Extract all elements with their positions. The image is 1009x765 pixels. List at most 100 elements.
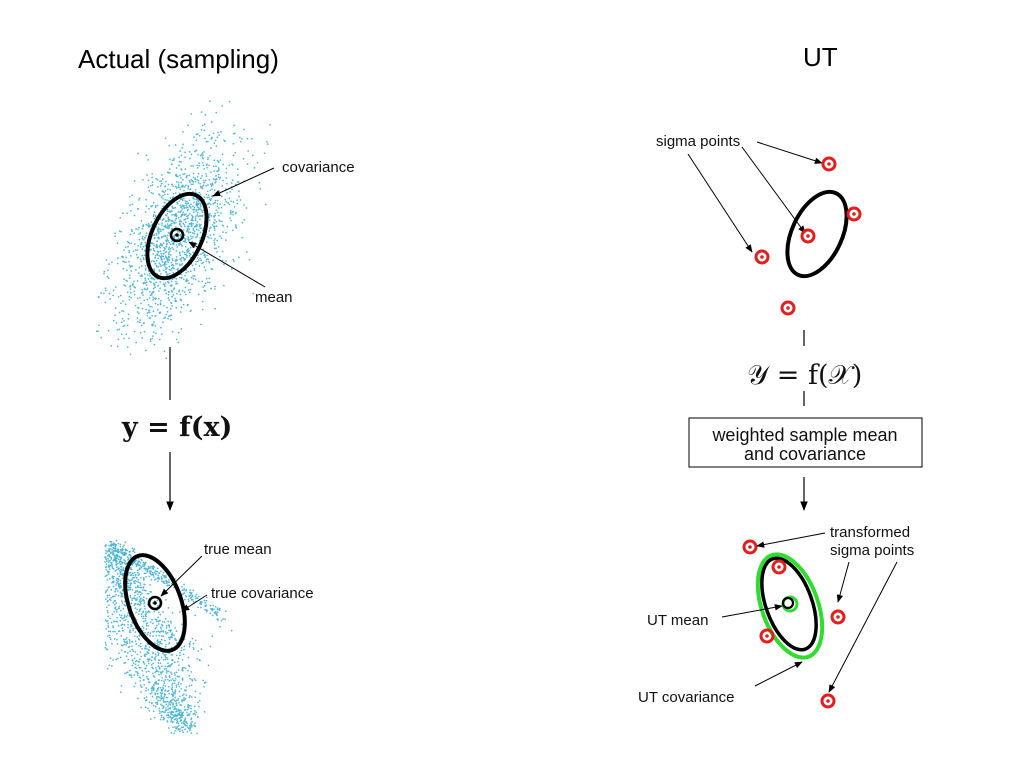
sample-point (220, 206, 223, 209)
sample-point (165, 214, 168, 217)
sample-point (190, 113, 193, 115)
transformed-sample-point (115, 582, 118, 584)
sample-point (199, 193, 202, 196)
transformed-sample-point (156, 703, 159, 705)
transformed-sample-point (172, 721, 174, 723)
sample-point (196, 235, 198, 238)
sample-point (148, 297, 151, 299)
transformed-sample-point (127, 620, 129, 623)
sample-point (116, 345, 119, 348)
sample-point (204, 137, 206, 140)
transformed-sample-point (154, 693, 157, 696)
transformed-sample-point (106, 554, 109, 557)
sample-point (183, 291, 186, 293)
transformed-sample-point (164, 575, 167, 578)
transformed-sample-point (139, 642, 142, 645)
transformed-sample-point (153, 684, 155, 687)
sample-point (216, 199, 219, 202)
transformed-sample-point (116, 590, 119, 592)
sample-point (195, 149, 197, 152)
transformed-sample-point (123, 643, 125, 646)
transformed-sample-point (199, 602, 201, 605)
transformed-sample-point (118, 575, 121, 578)
sample-point (149, 305, 151, 308)
transformed-sigma-point (820, 693, 836, 709)
sample-point (171, 205, 174, 208)
transformed-sample-point (175, 686, 178, 688)
transformed-sample-point (167, 670, 170, 673)
transformed-sample-point (141, 625, 144, 628)
sample-point (153, 321, 155, 323)
sample-point (196, 164, 199, 167)
transformed-sample-point (183, 693, 185, 695)
sample-point (208, 216, 211, 219)
transformed-sample-point (222, 618, 224, 620)
sample-point (174, 192, 177, 194)
transformed-sample-point (151, 695, 154, 698)
sample-point (197, 133, 199, 135)
sample-point (210, 226, 212, 229)
transformed-sample-point (127, 612, 130, 614)
sample-point (183, 218, 186, 221)
transformed-sample-point (152, 667, 154, 670)
transformed-sample-point (160, 635, 163, 637)
transformed-sample-point (114, 554, 116, 557)
transformed-sample-point (137, 574, 140, 577)
sample-point (163, 257, 166, 260)
transformed-sample-point (107, 573, 110, 575)
transformed-sample-point (173, 661, 176, 664)
transformed-sample-point (114, 630, 116, 633)
transformed-sample-point (160, 694, 163, 696)
transformed-sample-point (174, 705, 176, 708)
sample-point (163, 304, 165, 307)
transformed-sample-point (159, 718, 162, 721)
sample-point (205, 260, 208, 263)
sample-point (156, 229, 159, 231)
transformed-sample-point (134, 571, 136, 574)
sample-point (215, 247, 218, 250)
transformed-sample-point (180, 682, 182, 685)
sample-point (196, 203, 199, 206)
transformed-sample-point (190, 732, 193, 734)
transformed-sample-point (173, 634, 175, 636)
transformed-sample-point (214, 605, 217, 608)
sample-point (133, 293, 136, 296)
sample-point (152, 335, 154, 337)
transformed-sample-point (130, 555, 132, 557)
transformed-sample-point (136, 580, 138, 583)
transformed-sample-point (127, 586, 130, 589)
transformed-sample-point (104, 556, 106, 558)
sample-point (168, 259, 171, 261)
sample-point (188, 228, 191, 231)
sample-point (160, 196, 163, 198)
sample-point (160, 180, 163, 182)
sample-point (238, 136, 241, 139)
sample-point (98, 324, 100, 327)
transformed-sample-point (157, 699, 159, 702)
transformed-sample-point (159, 642, 162, 645)
transformed-sample-point (124, 551, 126, 554)
transformed-sample-point (105, 620, 108, 623)
transformed-sample-point (142, 674, 144, 677)
sample-point (170, 267, 173, 270)
transformed-sample-point (161, 676, 164, 679)
sample-point (238, 195, 240, 198)
sample-point (229, 217, 231, 219)
sample-point (169, 223, 172, 226)
sample-point (175, 221, 177, 224)
sample-point (189, 270, 192, 272)
transformed-sample-point (153, 716, 156, 719)
sample-point (171, 227, 174, 230)
transformed-sample-point (181, 669, 183, 671)
transformed-sample-point (197, 650, 200, 652)
sample-point (166, 193, 169, 196)
sample-point (180, 176, 182, 179)
transformed-sample-point (127, 626, 129, 629)
transformed-sample-point (157, 641, 160, 643)
sample-point (105, 259, 108, 261)
sample-point (140, 265, 143, 267)
sample-point (217, 207, 220, 209)
transformed-sample-point (107, 611, 109, 614)
transformed-sample-point (152, 573, 154, 576)
transformed-sample-point (184, 720, 186, 723)
